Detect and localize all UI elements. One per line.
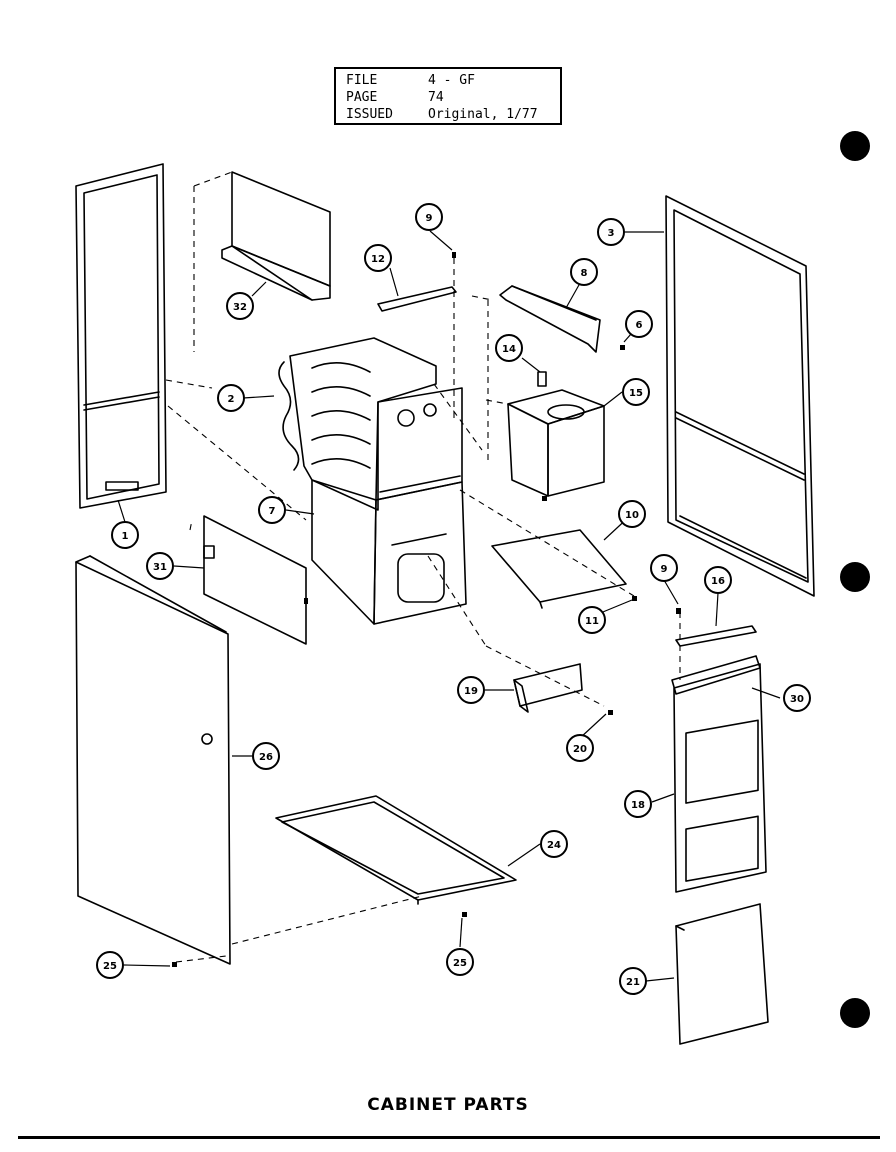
callout-16: 16 — [704, 566, 732, 594]
callout-9-top: 9 — [415, 203, 443, 231]
callout-25-bottom: 25 — [446, 948, 474, 976]
callout-21: 21 — [619, 967, 647, 995]
part-16-bracket — [675, 625, 757, 647]
callout-3: 3 — [597, 218, 625, 246]
svg-text:25: 25 — [453, 958, 467, 969]
callout-32: 32 — [226, 292, 254, 320]
issued-value: Original, 1/77 — [428, 107, 538, 122]
file-label: FILE — [346, 73, 378, 88]
part-19-bracket — [513, 663, 583, 713]
alignment-lines — [165, 171, 681, 963]
callouts: 1 2 3 6 7 8 9 9 10 11 12 14 15 16 18 19 … — [96, 36, 822, 995]
svg-text:26: 26 — [259, 752, 273, 763]
punch-hole-middle — [840, 562, 870, 592]
punch-hole-top — [840, 131, 870, 161]
callout-25-left: 25 — [96, 951, 124, 979]
issued-label: ISSUED — [346, 107, 393, 122]
part-32-top-panel — [221, 171, 331, 301]
callout-12: 12 — [364, 244, 392, 272]
part-3-front-door-panel — [665, 195, 815, 597]
svg-text:15: 15 — [629, 388, 643, 399]
callout-30: 30 — [783, 684, 811, 712]
callout-19: 19 — [457, 676, 485, 704]
part-18-grille-panel — [671, 655, 767, 893]
page-value: 74 — [428, 90, 444, 105]
part-1-side-panel — [75, 163, 167, 509]
callout-10: 10 — [618, 500, 646, 528]
part-2-heat-exchanger — [278, 337, 437, 511]
svg-text:19: 19 — [464, 686, 478, 697]
svg-text:10: 10 — [625, 510, 639, 521]
svg-text:18: 18 — [631, 800, 645, 811]
page-row: PAGE 74 — [346, 89, 560, 106]
page-label: PAGE — [346, 90, 378, 105]
part-21-lower-panel — [675, 903, 769, 1045]
callout-20: 20 — [566, 734, 594, 762]
callout-31: 31 — [146, 552, 174, 580]
svg-text:9: 9 — [815, 36, 822, 47]
svg-text:6: 6 — [636, 320, 643, 331]
callout-24: 24 — [540, 830, 568, 858]
svg-text:24: 24 — [547, 840, 561, 851]
svg-text:3: 3 — [608, 228, 615, 239]
callout-7: 7 — [258, 496, 286, 524]
part-10-shelf — [491, 529, 627, 609]
callout-26: 26 — [252, 742, 280, 770]
svg-text:7: 7 — [269, 506, 276, 517]
callout-1: 1 — [111, 521, 139, 549]
svg-text:9: 9 — [426, 213, 433, 224]
callout-11: 11 — [578, 606, 606, 634]
svg-text:30: 30 — [790, 694, 804, 705]
svg-text:31: 31 — [153, 562, 167, 573]
part-7-cabinet-body — [311, 387, 467, 625]
punch-hole-bottom — [840, 998, 870, 1028]
svg-text:8: 8 — [581, 268, 588, 279]
part-15-blower-housing — [507, 389, 605, 497]
file-value: 4 - GF — [428, 73, 475, 88]
svg-text:32: 32 — [233, 302, 247, 313]
svg-text:21: 21 — [626, 977, 640, 988]
callout-14: 14 — [495, 334, 523, 362]
svg-text:14: 14 — [502, 344, 516, 355]
part-12-bracket — [377, 286, 457, 312]
callout-18: 18 — [624, 790, 652, 818]
callout-2: 2 — [217, 384, 245, 412]
svg-text:16: 16 — [711, 576, 725, 587]
svg-text:11: 11 — [585, 616, 599, 627]
callout-9-extra: 9 — [815, 36, 822, 47]
part-14-screw — [537, 371, 547, 387]
callout-9-right: 9 — [650, 554, 678, 582]
svg-text:9: 9 — [661, 564, 668, 575]
part-8-bracket — [499, 285, 601, 353]
callout-15: 15 — [622, 378, 650, 406]
svg-text:25: 25 — [103, 961, 117, 972]
scan-edge — [18, 1136, 880, 1139]
svg-text:20: 20 — [573, 744, 587, 755]
issued-row: ISSUED Original, 1/77 — [346, 106, 560, 123]
callout-8: 8 — [570, 258, 598, 286]
file-row: FILE 4 - GF — [346, 72, 560, 89]
svg-text:2: 2 — [228, 394, 235, 405]
fasteners — [172, 252, 681, 967]
svg-text:1: 1 — [122, 531, 129, 542]
part-31-side-plate — [203, 515, 307, 645]
callout-6: 6 — [625, 310, 653, 338]
file-info-box: FILE 4 - GF PAGE 74 ISSUED Original, 1/7… — [334, 67, 562, 125]
diagram-title: CABINET PARTS — [367, 1095, 529, 1115]
callout-leaders — [117, 230, 781, 982]
part-24-bottom-tray — [275, 795, 517, 905]
part-26-side-panel — [75, 555, 231, 965]
svg-text:12: 12 — [371, 254, 385, 265]
